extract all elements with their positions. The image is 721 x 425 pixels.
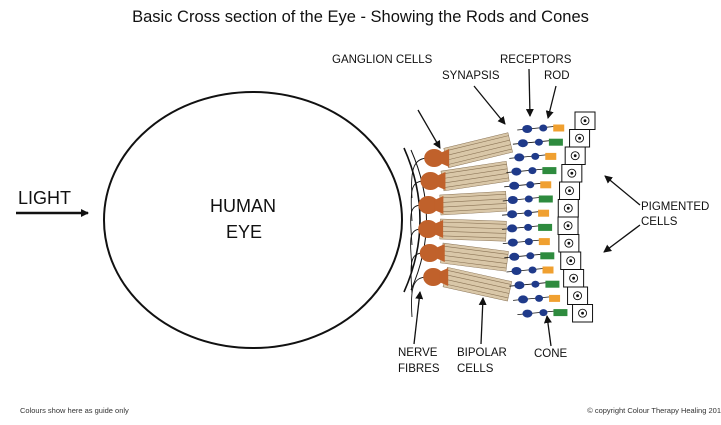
synapsis-arrow xyxy=(474,86,505,124)
receptor-nucleus xyxy=(525,196,533,203)
rod-cell xyxy=(538,210,549,217)
cone-cell xyxy=(542,167,556,174)
synapse xyxy=(508,196,518,204)
pigmented-cell-dot xyxy=(581,312,584,315)
ganglion-cell-dendrite xyxy=(436,172,445,190)
rod-label: ROD xyxy=(544,70,570,83)
synapse xyxy=(518,295,528,303)
cone-cell xyxy=(539,196,553,203)
eye-label-line2: EYE xyxy=(226,222,262,243)
cone-arrow xyxy=(547,316,551,346)
receptor-nucleus xyxy=(531,153,539,160)
synapse xyxy=(522,125,532,133)
pigmented-cell-dot xyxy=(570,172,573,175)
receptor-nucleus xyxy=(539,309,547,316)
cone-cell xyxy=(553,309,567,316)
bipolar-cells-label-line2: CELLS xyxy=(457,363,493,376)
ganglion-cell-dendrite xyxy=(439,268,448,286)
cone-cell xyxy=(549,139,563,146)
receptor-nucleus xyxy=(526,181,534,188)
pigmented-cells-label-line1: PIGMENTED xyxy=(641,201,709,214)
receptor-nucleus xyxy=(529,267,537,274)
pigmented-arrow-lower xyxy=(604,225,640,252)
ganglion-cell-dendrite xyxy=(434,220,443,238)
colour-note: Colours show here as guide only xyxy=(20,407,129,416)
receptor-nucleus xyxy=(528,167,536,174)
rod-cell xyxy=(543,267,554,274)
synapse xyxy=(514,153,524,161)
ganglion-cell-dendrite xyxy=(436,244,445,262)
pigmented-cell-dot xyxy=(569,259,572,262)
synapse xyxy=(509,182,519,190)
rod-cell xyxy=(545,153,556,160)
receptor-nucleus xyxy=(535,139,543,146)
synapse xyxy=(518,139,528,147)
ganglion-cells xyxy=(418,149,449,286)
receptor-nucleus xyxy=(531,281,539,288)
receptor-nucleus xyxy=(524,210,532,217)
synapse xyxy=(508,239,518,247)
pigmented-cell-dot xyxy=(568,189,571,192)
ganglion-arrow xyxy=(418,110,440,148)
pigmented-cell-dot xyxy=(584,119,587,122)
synapse xyxy=(507,224,517,232)
rod-cell xyxy=(540,181,551,188)
rod-cell xyxy=(553,125,564,132)
receptor-nucleus xyxy=(539,125,547,132)
copyright-notice: © copyright Colour Therapy Healing 201 xyxy=(587,407,721,416)
ganglion-cell-dendrite xyxy=(434,196,443,214)
light-label: LIGHT xyxy=(18,188,71,209)
receptor-nucleus xyxy=(526,252,534,259)
ganglion-cell-dendrite xyxy=(440,149,449,167)
pigmented-cell-dot xyxy=(578,137,581,140)
synapsis-label: SYNAPSIS xyxy=(442,70,500,83)
rod-arrow xyxy=(548,86,556,118)
cone-cell xyxy=(545,281,559,288)
ganglion-cells-label: GANGLION CELLS xyxy=(332,54,432,67)
nerve-fibres-label-line2: FIBRES xyxy=(398,363,440,376)
diagram-title: Basic Cross section of the Eye - Showing… xyxy=(0,8,721,27)
rod-cell xyxy=(539,238,550,245)
pigmented-cell-dot xyxy=(576,294,579,297)
synapse xyxy=(522,310,532,318)
pigmented-cells xyxy=(558,112,595,322)
eye-label-line1: HUMAN xyxy=(210,196,276,217)
receptor-nucleus xyxy=(525,238,533,245)
synapse xyxy=(511,168,521,176)
bipolar-cells-label-line1: BIPOLAR xyxy=(457,347,507,360)
receptors-label: RECEPTORS xyxy=(500,54,571,67)
bipolar-cells xyxy=(440,133,513,301)
cone-cell xyxy=(538,224,552,231)
synapse xyxy=(509,253,519,261)
nerve-fibres-label-line1: NERVE xyxy=(398,347,437,360)
cone-label: CONE xyxy=(534,348,567,361)
pigmented-cell-dot xyxy=(567,207,570,210)
pigmented-arrow-upper xyxy=(605,176,640,205)
pigmented-cell-dot xyxy=(567,224,570,227)
bipolar-cell xyxy=(443,267,512,301)
pigmented-cell-dot xyxy=(572,277,575,280)
nerve-fibres-arrow xyxy=(414,292,420,344)
receptor-nucleus xyxy=(535,295,543,302)
eye-outline xyxy=(104,92,402,348)
pigmented-cell-dot xyxy=(567,242,570,245)
bipolar-cells-arrow xyxy=(481,298,483,344)
pigmented-cells-label-line2: CELLS xyxy=(641,216,677,229)
synapse xyxy=(512,267,522,275)
receptors-arrow xyxy=(529,69,530,116)
cone-cell xyxy=(540,252,554,259)
receptor-nucleus xyxy=(524,224,532,231)
synapse xyxy=(507,210,517,218)
pigmented-cell-dot xyxy=(574,154,577,157)
rod-cell xyxy=(549,295,560,302)
synapse xyxy=(514,281,524,289)
